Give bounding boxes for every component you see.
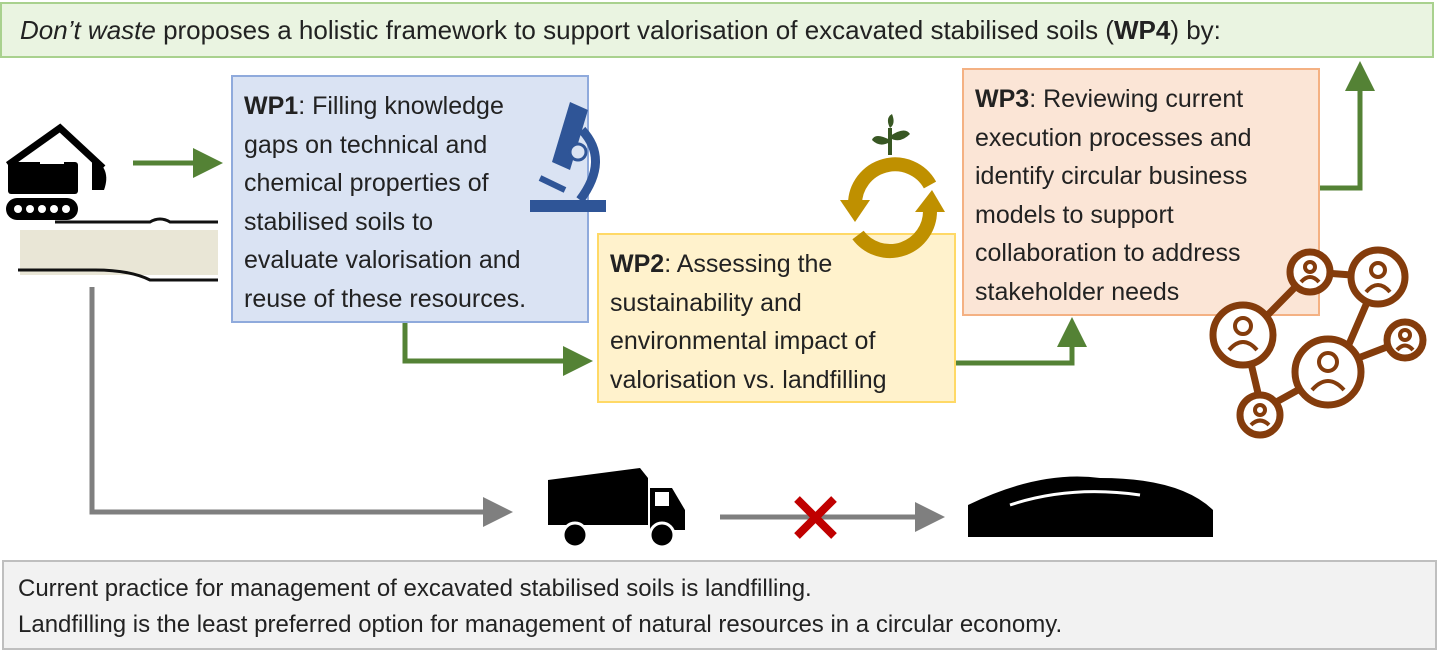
wp3-line: stakeholder needs [975,277,1180,306]
arrow-wp1-to-wp2 [402,323,593,376]
wp1-box: WP1: Filling knowledge gaps on technical… [231,75,589,323]
wp2-label: WP2 [610,250,665,278]
wp1-line: stabilised soils to [244,207,433,236]
red-x-icon [794,496,837,539]
wp3-box: WP3: Reviewing current execution process… [962,68,1320,316]
wp2-box: WP2: Assessing the sustainability and en… [597,233,956,403]
wp3-line: collaboration to address [975,239,1241,268]
excavator-icon [5,123,107,220]
arrow-wp3-to-wp4 [1320,61,1375,191]
grey-arrows [89,287,945,532]
wp1-line: evaluate valorisation and [244,246,521,275]
header-text: proposes a holistic framework to support… [155,15,1114,45]
wp2-line: sustainability and [610,288,802,317]
wp3-line: identify circular business [975,162,1248,191]
arrow-wp2-to-wp3 [956,317,1087,366]
green-arrows [133,61,1375,376]
current-practice-note: Current practice for management of excav… [2,560,1437,650]
wp2-line: valorisation vs. landfilling [610,365,887,394]
framework-header: Don’t waste proposes a holistic framewor… [0,2,1434,58]
wp2-line: environmental impact of [610,327,876,356]
project-name: Don’t waste [20,15,156,45]
wp3-label: WP3 [975,85,1030,113]
header-end: ) by: [1170,15,1221,45]
dump-truck-icon [548,468,685,549]
landfill-icon [968,476,1213,537]
wp1-line: chemical properties of [244,169,489,198]
wp3-line: : Reviewing current [1029,85,1244,113]
wp1-line: : Filling knowledge [298,92,504,120]
wp1-line: gaps on technical and [244,130,488,159]
note-line: Landfilling is the least preferred optio… [18,611,1063,638]
wp1-label: WP1 [244,92,299,120]
soil-layer-icon [18,217,218,282]
wp3-line: execution processes and [975,123,1252,152]
note-line: Current practice for management of excav… [18,575,812,602]
wp4-label: WP4 [1113,15,1171,45]
wp3-line: models to support [975,200,1174,229]
arrow-to-truck [89,287,513,527]
wp2-line: : Assessing the [664,250,833,278]
wp1-line: reuse of these resources. [244,284,527,313]
